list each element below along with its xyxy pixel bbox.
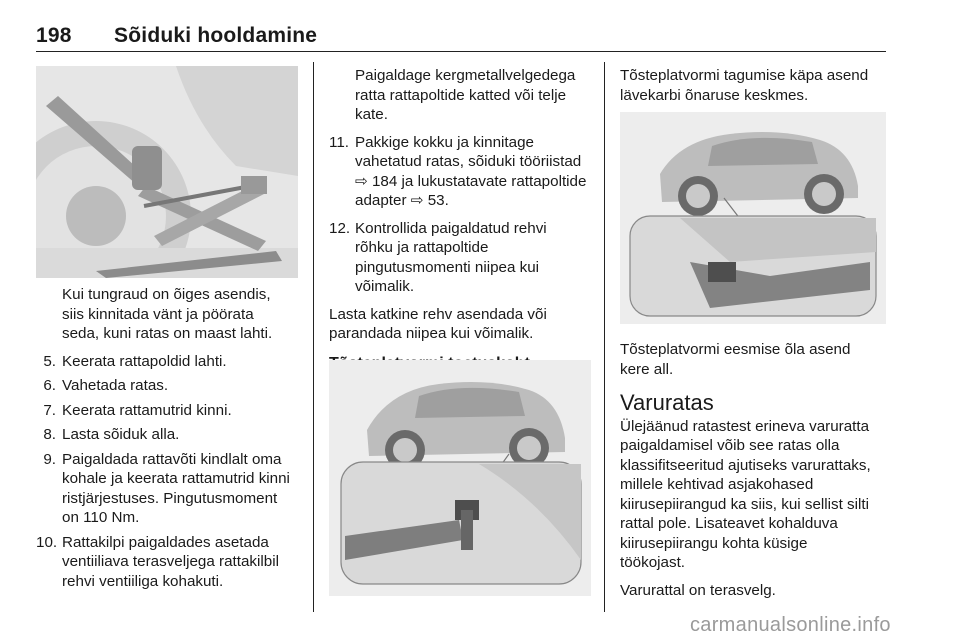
lift-point-illustration-front [329, 360, 591, 596]
text-line: Ülejäänud ratastest erineva varuratta [620, 417, 870, 435]
text-line: millele kehtivad asjakohased [620, 476, 814, 493]
text-line: rattal pole. Lisateavet kohalduva [620, 515, 838, 532]
step-text: vahetatud ratas, sõiduki tööriistad [355, 153, 582, 170]
text-line: on 110 Nm. [62, 509, 140, 526]
text-line: Vahetada ratas. [62, 377, 169, 394]
repair-paragraph: Lasta katkine rehv asendada või parandada… [329, 305, 594, 344]
step-number: 10. [36, 533, 58, 551]
text-line: Keerata rattapoldid lahti. [62, 352, 227, 370]
column-3: Tõsteplatvormi tagumise käpa asend läveka… [620, 66, 890, 105]
page-ref-184[interactable]: 184 [371, 172, 398, 190]
spare-wheel-paragraph: Ülejäänud ratastest erineva varuratta pai… [620, 417, 892, 573]
list-item: 6. Vahetada ratas. [36, 376, 308, 396]
column-divider-1 [313, 62, 314, 612]
steel-rim-paragraph: Varurattal on terasvelg. [620, 581, 776, 599]
text-line: kiirusepiirangud ka siis, kui sellist si… [620, 495, 869, 513]
step-text: Pakkige kokku ja kinnitage [355, 133, 534, 151]
text-line: Lasta sõiduk alla. [62, 426, 180, 443]
text-line: pingutusmomenti niipea kui [355, 258, 540, 276]
section-title: Sõiduki hooldamine [114, 24, 318, 47]
text-line: ristjärjestuses. Pingutusmoment [62, 489, 278, 507]
step-number: 6. [43, 377, 56, 394]
list-item: 9. Paigaldada rattavõti kindlalt oma kohal… [36, 450, 308, 528]
column-3-lower: Tõsteplatvormi eesmise õla asend kere all… [620, 340, 892, 600]
text-line: ventiiliava terasveljega rattakilbil [62, 553, 279, 570]
text-line: Lasta katkine rehv asendada või [329, 305, 547, 323]
text-line: kere all. [620, 360, 674, 378]
step-text: . [444, 192, 449, 209]
text-line: Keerata rattamutrid kinni. [62, 401, 232, 419]
text-line: parandada niipea kui võimalik. [329, 325, 534, 342]
step-number: 12. [329, 219, 351, 237]
step-number: 5. [43, 352, 56, 370]
text-line: Tõsteplatvormi eesmise õla asend [620, 341, 851, 358]
text-line: Paigaldada rattavõti kindlalt oma [62, 450, 282, 468]
text-line: Kontrollida paigaldatud rehvi [355, 219, 547, 237]
text-line: lävekarbi õnaruse keskmes. [620, 86, 809, 104]
column-divider-2 [604, 62, 605, 612]
watermark: carmanualsonline.info [690, 614, 891, 636]
list-item: 7. Keerata rattamutrid kinni. [36, 401, 308, 421]
step-number: 11. [329, 133, 349, 151]
text-line: seda, kuni ratas on maast lahti. [62, 325, 273, 342]
text-line: võimalik. [355, 278, 415, 295]
front-lift-paragraph: Tõsteplatvormi eesmise õla asend kere all… [620, 340, 892, 379]
page-header: 198 Sõiduki hooldamine [36, 24, 317, 48]
list-item: 8. Lasta sõiduk alla. [36, 425, 308, 445]
step-11: 11. Pakkige kokku ja kinnitage vahetatud… [329, 133, 594, 211]
step-text: ja lukustatavate rattapoltide [397, 172, 587, 190]
list-item: 10.Rattakilpi paigaldades asetada ventiil… [36, 533, 308, 592]
text-line: siis kinnitada vänt ja pöörata [62, 305, 254, 323]
jack-illustration [36, 66, 298, 278]
page-number: 198 [36, 24, 72, 47]
lift-point-illustration-rear [620, 112, 886, 324]
step-text: adapter [355, 192, 411, 209]
text-line: ratta rattapoltide katted või telje [355, 86, 567, 104]
step-12: 12.Kontrollida paigaldatud rehvi rõhku ja… [329, 219, 594, 297]
steps-list: 5. Keerata rattapoldid lahti. 6. Vahetada r… [36, 352, 308, 592]
page-ref-icon: ⇨ [410, 192, 424, 209]
text-line: rõhku ja rattapoltide [355, 239, 489, 256]
spare-wheel-heading: Varuratas [620, 390, 714, 415]
step-number: 8. [43, 426, 56, 443]
text-line: kohale ja keerata rattamutrid kinni [62, 470, 290, 487]
text-line: kate. [355, 106, 388, 123]
text-line: rehvi ventiiliga kohakuti. [62, 572, 224, 590]
text-line: kiirusepiirangu kohta küsige [620, 534, 808, 552]
column-1: Kui tungraud on õiges asendis, siis kinni… [36, 285, 308, 596]
text-line: töökojast. [620, 554, 686, 571]
header-rule [36, 51, 886, 52]
text-line: klassifitseeritud ajutiseks varurattaks, [620, 456, 871, 474]
continued-paragraph: Paigaldage kergmetallvelgedega ratta ratt… [329, 66, 594, 125]
list-item: 5. Keerata rattapoldid lahti. [36, 352, 308, 372]
text-line: Kui tungraud on õiges asendis, [62, 286, 271, 303]
instruction-paragraph: Kui tungraud on õiges asendis, siis kinni… [36, 285, 308, 344]
page-ref-53[interactable]: 53 [427, 192, 445, 209]
page-ref-icon: ⇨ [355, 172, 368, 190]
step-number: 9. [43, 450, 56, 468]
column-2: Paigaldage kergmetallvelgedega ratta ratt… [329, 66, 594, 373]
text-line: Tõsteplatvormi tagumise käpa asend [620, 67, 869, 84]
text-line: paigaldamisel võib see ratas olla [620, 437, 840, 454]
rear-lift-paragraph: Tõsteplatvormi tagumise käpa asend läveka… [620, 66, 890, 105]
step-number: 7. [43, 401, 56, 419]
text-line: Paigaldage kergmetallvelgedega [355, 67, 576, 84]
text-line: Rattakilpi paigaldades asetada [62, 533, 269, 551]
